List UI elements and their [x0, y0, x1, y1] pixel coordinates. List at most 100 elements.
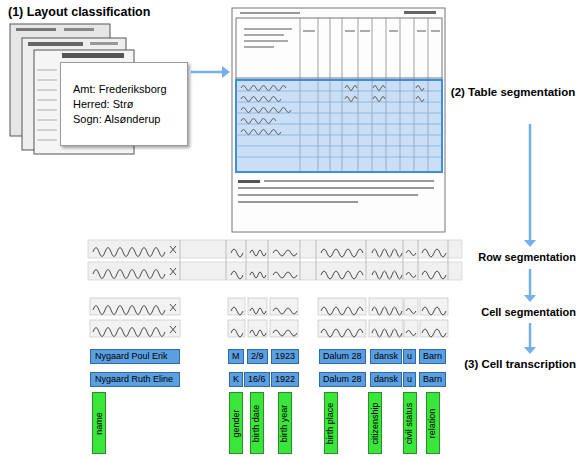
cell-piece — [420, 320, 448, 337]
page-mark — [62, 53, 124, 58]
value-box: Dalum 28 — [319, 372, 366, 387]
handwriting — [241, 108, 291, 113]
value-box: Nygaard Ruth Eline — [90, 372, 180, 387]
form-lines — [37, 70, 57, 140]
value-text: Barn — [423, 351, 442, 361]
field-tag: name — [92, 392, 106, 454]
arrow-line — [529, 124, 532, 241]
arrow-line — [529, 323, 532, 348]
page-mark — [240, 12, 300, 14]
value-text: 16/6 — [248, 374, 266, 384]
field-text: civil status — [405, 402, 416, 444]
field-tag: relation — [426, 392, 440, 454]
handwriting — [373, 97, 385, 102]
divider — [180, 240, 181, 280]
row-line — [236, 135, 442, 136]
flow-arrow — [191, 66, 230, 78]
handwriting — [373, 86, 385, 91]
table-page — [232, 8, 445, 232]
row-line — [236, 124, 442, 125]
field-text: gender — [231, 409, 242, 437]
header-rule — [236, 78, 442, 79]
value-text: 2/9 — [251, 351, 264, 361]
value-box: 1923 — [271, 349, 299, 364]
value-text: Nygaard Ruth Eline — [95, 374, 173, 384]
row-line — [236, 113, 442, 114]
value-box: Barn — [419, 349, 446, 364]
page-mark — [404, 11, 436, 14]
card-text: Sogn: Alsønderup — [73, 112, 175, 127]
step-label: (2) Table segmentation — [450, 86, 576, 99]
header-print — [244, 28, 440, 48]
value-box: 1922 — [271, 372, 299, 387]
row-strip — [88, 240, 462, 258]
print-mark — [238, 187, 434, 189]
arrow-head — [524, 347, 536, 354]
field-tag: birth year — [278, 392, 292, 454]
form-line — [37, 110, 57, 111]
handwriting-row — [93, 304, 446, 315]
divider — [418, 240, 419, 280]
cell-piece — [318, 320, 366, 337]
handwriting — [422, 249, 446, 257]
value-text: K — [233, 374, 239, 384]
print-mark — [345, 30, 355, 32]
cell-piece — [404, 320, 418, 337]
print-mark — [303, 30, 315, 32]
value-text: 1922 — [275, 374, 295, 384]
arrow-head — [524, 295, 536, 302]
value-box: u — [403, 349, 416, 364]
handwriting — [241, 97, 281, 102]
handwriting — [321, 249, 363, 257]
print-mark — [389, 30, 398, 32]
value-text: u — [407, 374, 412, 384]
value-box: M — [228, 349, 244, 364]
cell-piece — [404, 298, 418, 315]
print-mark — [264, 180, 434, 182]
row-line — [236, 91, 442, 92]
value-text: 1923 — [275, 351, 295, 361]
form-line — [37, 130, 57, 131]
divider — [403, 240, 404, 280]
row-line — [236, 157, 442, 158]
form-line — [37, 120, 57, 121]
row-lines — [236, 91, 442, 157]
value-text: Dalum 28 — [323, 351, 362, 361]
handwriting — [241, 86, 286, 91]
form-line — [37, 80, 57, 81]
value-box: K — [229, 372, 243, 387]
handwriting-row — [93, 326, 446, 337]
arrow-head — [222, 66, 230, 78]
flow-arrow — [524, 124, 536, 354]
value-text: u — [407, 351, 412, 361]
handwriting — [416, 97, 424, 102]
divider — [316, 240, 317, 280]
print-mark — [431, 30, 440, 32]
page-mark — [64, 28, 94, 31]
value-text: dansk — [374, 351, 398, 361]
divider — [300, 240, 301, 280]
card-text: Amt: Frederiksborg — [73, 82, 175, 97]
handwriting — [241, 119, 276, 124]
field-tag: citizenship — [368, 392, 382, 454]
handwriting — [273, 250, 297, 256]
value-text: Barn — [423, 374, 442, 384]
value-text: Nygaard Poul Erik — [95, 351, 168, 361]
handwriting — [241, 130, 281, 135]
cell-piece — [420, 298, 448, 315]
field-text: relation — [428, 408, 439, 438]
value-box: Dalum 28 — [319, 349, 366, 364]
print-mark — [238, 180, 260, 183]
value-box: Barn — [419, 372, 446, 387]
arrow-line — [529, 269, 532, 296]
cross-mark — [170, 246, 176, 253]
value-box: 2/9 — [247, 349, 268, 364]
field-tag: birth date — [250, 392, 264, 454]
form-line — [37, 100, 57, 101]
step-label: Row segmentation — [440, 251, 576, 264]
card-text: Herred: Strø — [73, 97, 175, 112]
table-highlight — [236, 80, 442, 172]
value-box: dansk — [370, 372, 402, 387]
arrow-line — [191, 71, 223, 74]
form-line — [37, 90, 57, 91]
